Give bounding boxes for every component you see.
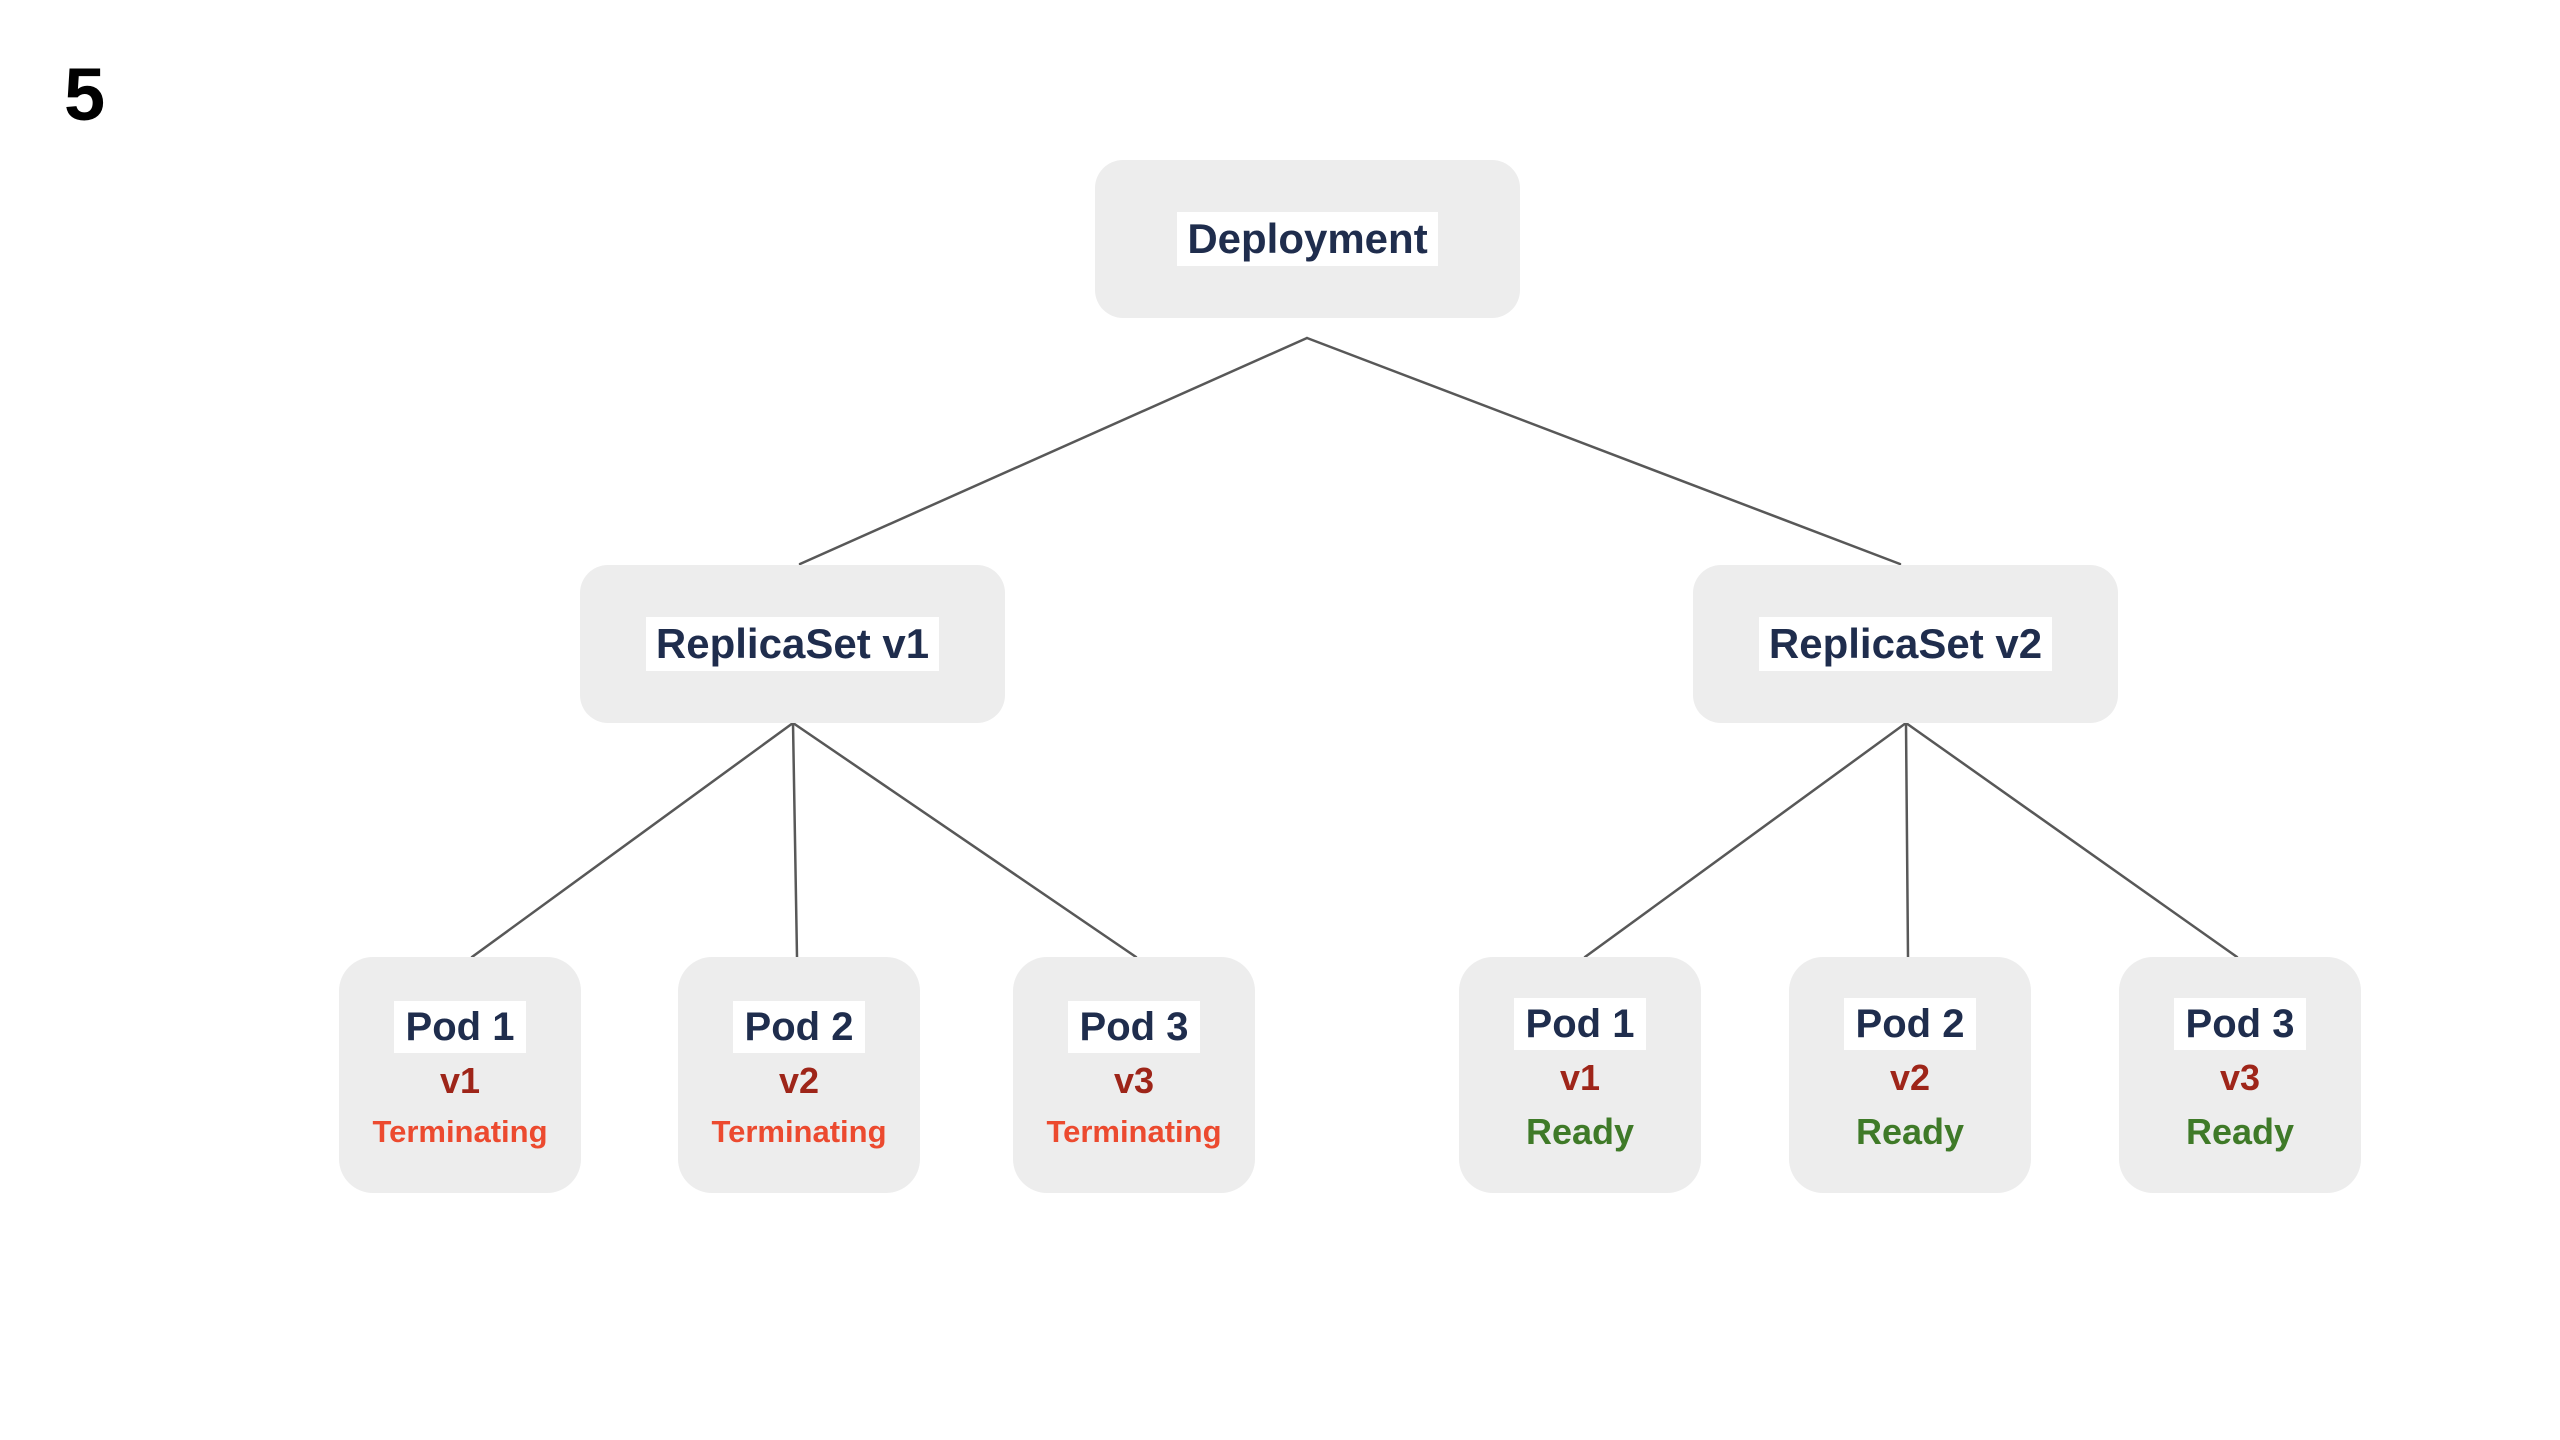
node-rs1-pod1: Pod 1 v1 Terminating bbox=[339, 957, 581, 1193]
node-deployment: Deployment bbox=[1095, 160, 1520, 318]
edge-deployment-rs2 bbox=[1305, 336, 1902, 566]
pod-version: v2 bbox=[1889, 1057, 1931, 1099]
pod-title: Pod 1 bbox=[1513, 998, 1647, 1051]
pod-status: Ready bbox=[2185, 1111, 2295, 1152]
pod-status: Ready bbox=[1525, 1111, 1635, 1152]
edge-deployment-rs1 bbox=[798, 336, 1309, 566]
pod-version: v3 bbox=[1113, 1060, 1155, 1102]
node-replicaset-v1: ReplicaSet v1 bbox=[580, 565, 1005, 723]
node-rs2-pod2: Pod 2 v2 Ready bbox=[1789, 957, 2031, 1193]
slide-number: 5 bbox=[64, 53, 105, 136]
edge-rs2-pod2 bbox=[1904, 721, 1910, 959]
pod-status: Ready bbox=[1855, 1111, 1965, 1152]
node-replicaset-v2: ReplicaSet v2 bbox=[1693, 565, 2118, 723]
node-rs1-pod2: Pod 2 v2 Terminating bbox=[678, 957, 920, 1193]
pod-title: Pod 3 bbox=[1067, 1001, 1201, 1054]
node-rs2-pod1: Pod 1 v1 Ready bbox=[1459, 957, 1701, 1193]
pod-version: v2 bbox=[778, 1060, 820, 1102]
edge-rs1-pod1 bbox=[470, 721, 795, 959]
pod-title: Pod 1 bbox=[393, 1001, 527, 1054]
pod-version: v1 bbox=[1559, 1057, 1601, 1099]
pod-title: Pod 3 bbox=[2173, 998, 2307, 1051]
edge-rs2-pod3 bbox=[1904, 721, 2239, 959]
pod-title: Pod 2 bbox=[732, 1001, 866, 1054]
edge-rs2-pod1 bbox=[1583, 721, 1908, 959]
node-rs1-pod3: Pod 3 v3 Terminating bbox=[1013, 957, 1255, 1193]
edge-rs1-pod3 bbox=[791, 721, 1138, 959]
edge-rs1-pod2 bbox=[791, 721, 799, 959]
deployment-label: Deployment bbox=[1177, 211, 1438, 267]
replicaset-v2-label: ReplicaSet v2 bbox=[1758, 616, 2053, 672]
replicaset-v1-label: ReplicaSet v1 bbox=[645, 616, 940, 672]
pod-version: v3 bbox=[2219, 1057, 2261, 1099]
pod-version: v1 bbox=[439, 1060, 481, 1102]
pod-title: Pod 2 bbox=[1843, 998, 1977, 1051]
pod-status: Terminating bbox=[711, 1113, 887, 1149]
pod-status: Terminating bbox=[1046, 1113, 1222, 1149]
pod-status: Terminating bbox=[372, 1113, 548, 1149]
node-rs2-pod3: Pod 3 v3 Ready bbox=[2119, 957, 2361, 1193]
